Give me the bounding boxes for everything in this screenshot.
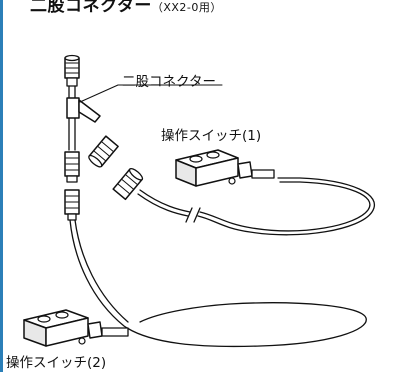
connector-label: 二股コネクター (122, 74, 216, 90)
y-junction (66, 97, 101, 123)
switch1-box (175, 149, 275, 187)
switch-2-label: 操作スイッチ(2) (6, 355, 107, 371)
switch1-cable (137, 177, 375, 236)
connector-leader (79, 84, 223, 103)
switch2-box (23, 309, 129, 347)
switch2-cable (69, 219, 367, 348)
page-heading: 二股コネクター（XX2-0用） (30, 0, 222, 16)
accent-bar (0, 0, 3, 372)
switch2-cable-plug (64, 189, 80, 221)
switch-1-label: 操作スイッチ(1) (161, 128, 262, 144)
branch-plug (88, 135, 119, 168)
heading-title: 二股コネクター (30, 0, 152, 16)
top-plug (64, 54, 80, 87)
lower-plug (64, 151, 80, 183)
switch1-cable-plug (112, 167, 144, 201)
heading-subtitle: （XX2-0用） (151, 1, 222, 14)
